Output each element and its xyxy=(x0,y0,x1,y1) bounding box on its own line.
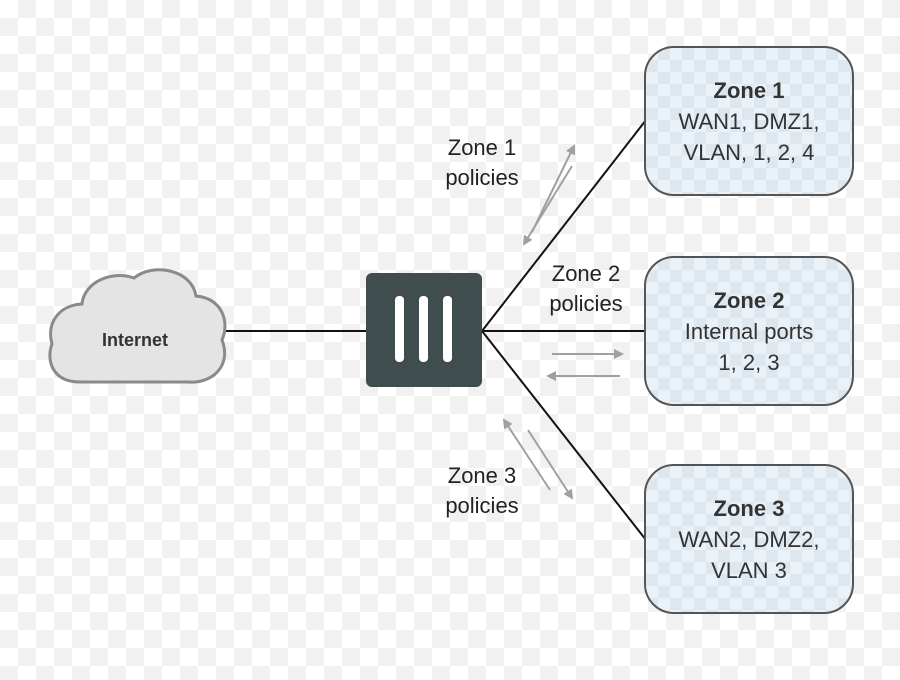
zone-ports-text: VLAN, 1, 2, 4 xyxy=(683,139,815,165)
zone-title: Zone 1 xyxy=(713,77,785,103)
zone2-policies-label: Zone 2 policies xyxy=(534,259,638,319)
zone-ports-text: WAN2, DMZ2, xyxy=(678,526,820,552)
zone2-box: Zone 2 Internal ports 1, 2, 3 xyxy=(644,256,854,406)
zone-title: Zone 2 xyxy=(713,287,785,313)
policy-zone-text: Zone 1 xyxy=(447,135,517,160)
zone3-link xyxy=(481,330,647,541)
zone-ports-text: Internal ports xyxy=(684,318,814,344)
firewall-bar-icon xyxy=(395,296,404,362)
zone1-inbound-arrow-icon xyxy=(522,165,573,246)
policy-suffix-text: policies xyxy=(445,493,519,518)
firewall-bar-icon xyxy=(419,296,428,362)
policy-suffix-text: policies xyxy=(549,291,623,316)
zone3-policies-label: Zone 3 policies xyxy=(430,461,534,521)
zone-ports-text: VLAN 3 xyxy=(711,557,787,583)
zone3-box: Zone 3 WAN2, DMZ2, VLAN 3 xyxy=(644,464,854,614)
zone1-outbound-arrow-icon xyxy=(531,144,575,233)
zone1-link xyxy=(481,119,647,332)
internet-cloud-icon xyxy=(48,268,227,384)
zone3-outbound-arrow-icon xyxy=(527,429,574,500)
policy-suffix-text: policies xyxy=(445,165,519,190)
firewall-bar-icon xyxy=(443,296,452,362)
zone1-box: Zone 1 WAN1, DMZ1, VLAN, 1, 2, 4 xyxy=(644,46,854,196)
zone3-inbound-arrow-icon xyxy=(502,418,551,491)
policy-zone-text: Zone 3 xyxy=(447,463,517,488)
zone-title: Zone 3 xyxy=(713,495,785,521)
policy-zone-text: Zone 2 xyxy=(551,261,621,286)
zone-ports-text: WAN1, DMZ1, xyxy=(678,108,820,134)
internet-label: Internet xyxy=(101,330,168,350)
zone-ports-text: 1, 2, 3 xyxy=(718,349,780,375)
zone1-policies-label: Zone 1 policies xyxy=(430,133,534,193)
